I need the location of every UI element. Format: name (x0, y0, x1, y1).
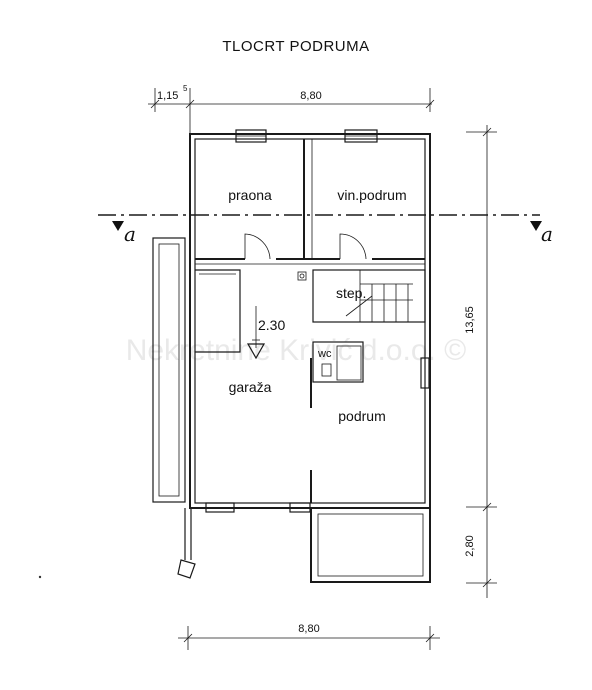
terrace-block (205, 502, 431, 583)
dim-right-main: 13,65 (464, 306, 476, 334)
dim-top-small-sup: 5 (183, 84, 188, 93)
room-label-praona: praona (228, 187, 272, 203)
left-ramp (152, 237, 196, 579)
dim-top: 8,80 (300, 90, 321, 102)
room-label-step: step. (336, 285, 366, 301)
dim-right-lower: 2,80 (464, 535, 476, 556)
dim-bottom: 8,80 (298, 623, 319, 635)
stray-dot (38, 575, 42, 579)
dim-top-small: 1,15 (157, 90, 178, 102)
top-dimension (148, 88, 435, 135)
room-label-vin-podrum: vin.podrum (337, 187, 406, 203)
level-label: 2.30 (258, 317, 285, 333)
door-swings (244, 233, 367, 260)
top-windows (235, 129, 378, 143)
section-mark-left: a (124, 222, 136, 246)
section-line (98, 214, 542, 231)
interior-walls (195, 139, 430, 503)
right-dimension (466, 125, 497, 598)
bottom-dimension (178, 626, 440, 650)
level-marker (246, 306, 266, 360)
watermark: Nekretnine Krivić d.o.o. © (126, 334, 467, 367)
room-label-podrum: podrum (338, 408, 385, 424)
section-mark-right: a (541, 222, 553, 246)
room-label-wc: wc (317, 348, 332, 360)
room-label-garaza: garaža (229, 379, 272, 395)
plan-title: TLOCRT PODRUMA (222, 38, 369, 55)
